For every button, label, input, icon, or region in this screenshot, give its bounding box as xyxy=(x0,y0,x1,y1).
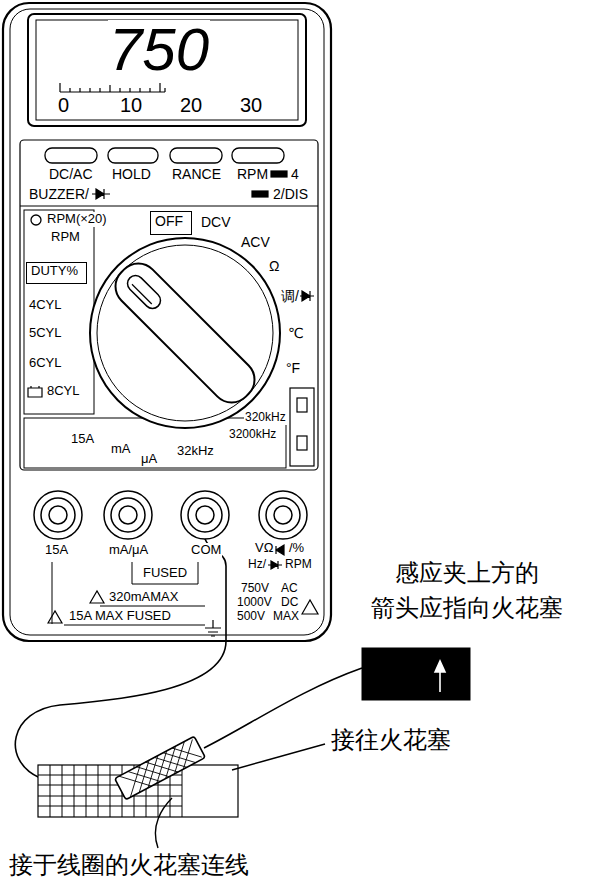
buzzer-symbol xyxy=(276,545,284,555)
mode-label: RPM(×20) xyxy=(46,212,108,227)
panel-divider xyxy=(20,206,318,207)
range-label: Ω xyxy=(268,258,280,274)
bar-graph-scale xyxy=(60,83,165,92)
meter-bezel xyxy=(10,9,324,635)
diode-symbol xyxy=(92,189,110,199)
rating-label: 320mAMAX xyxy=(108,590,179,605)
front-panel xyxy=(20,140,318,470)
function-label: BUZZER/ xyxy=(28,186,90,202)
mode-label: RPM xyxy=(50,230,81,245)
button-label: DC/AC xyxy=(48,166,94,182)
range-label: 调/ xyxy=(280,288,300,304)
callout-label: 接往火花塞 xyxy=(330,727,452,755)
clamp-arrow xyxy=(435,661,445,692)
button-label: RPM xyxy=(236,166,269,182)
instruction-note: 感应夹上方的 箭头应指向火花塞 xyxy=(337,556,597,626)
diode-symbol xyxy=(299,291,314,301)
button xyxy=(108,148,158,163)
rotary-dial-ring xyxy=(97,245,273,421)
rotary-dial xyxy=(90,238,280,428)
range-label: 320kHz xyxy=(244,411,287,425)
pickup-clamp xyxy=(362,648,470,700)
ground-symbol xyxy=(205,620,221,636)
cylinder-label: 4CYL xyxy=(28,298,63,313)
cylinder-label: 6CYL xyxy=(28,356,63,371)
battery-icon xyxy=(28,386,42,397)
range-label: DCV xyxy=(200,214,232,230)
rating-label: 1000V xyxy=(236,596,273,610)
scale-number: 30 xyxy=(239,94,263,117)
range-label: μA xyxy=(140,452,158,467)
scale-number: 0 xyxy=(57,94,70,117)
jack-label: RPM xyxy=(284,558,313,572)
left-mode-panel xyxy=(24,210,94,414)
button xyxy=(170,148,222,163)
function-label: 2/DIS xyxy=(272,186,309,202)
rating-label: DC xyxy=(280,596,299,610)
duty-tab: DUTY% xyxy=(26,262,87,284)
jack-label: /% xyxy=(288,541,305,556)
bar-symbol xyxy=(252,191,268,197)
leader-line xyxy=(155,798,172,848)
warning-triangle xyxy=(48,611,62,623)
rating-bracket xyxy=(52,562,205,625)
slide-switch xyxy=(297,398,307,412)
fuse-bracket xyxy=(132,562,198,584)
indicator-lamp xyxy=(31,215,41,225)
button-label: RANCE xyxy=(171,166,222,182)
jack-label: COM xyxy=(190,543,222,558)
slide-switch xyxy=(297,436,307,450)
rating-label: AC xyxy=(280,582,299,596)
inductive-clip xyxy=(115,736,206,799)
button xyxy=(45,148,97,163)
jack-label: mA/μA xyxy=(108,543,149,558)
lcd-frame xyxy=(28,14,306,126)
lcd-window xyxy=(36,20,298,120)
bar-symbol xyxy=(271,171,287,177)
jack-label: Hz/ xyxy=(247,558,267,572)
range-label: 32kHz xyxy=(176,444,215,459)
range-label: ACV xyxy=(240,234,271,250)
jack-label: 15A xyxy=(44,543,69,558)
scale-number: 10 xyxy=(119,94,143,117)
cylinder-label: 5CYL xyxy=(28,326,63,341)
box-text: DUTY% xyxy=(31,264,86,279)
warning-triangle xyxy=(302,600,318,614)
rotary-knob xyxy=(107,255,263,411)
warning-triangle xyxy=(90,591,104,603)
leader-line xyxy=(232,744,325,770)
cylinder-label: 8CYL xyxy=(46,384,81,399)
range-label: °F xyxy=(285,360,301,376)
callout-label: 接于线圈的火花塞连线 xyxy=(8,852,250,880)
bottom-mode-panel xyxy=(24,418,286,468)
button xyxy=(232,148,284,163)
scale-number: 20 xyxy=(179,94,203,117)
rating-label: 15A MAX FUSED xyxy=(68,609,172,624)
jack-label: VΩ xyxy=(254,541,274,556)
range-label: 15A xyxy=(70,432,95,447)
slide-switch-box xyxy=(290,388,314,466)
button-label: HOLD xyxy=(111,166,152,182)
rating-label: MAX xyxy=(272,610,300,624)
range-label: mA xyxy=(110,442,132,457)
rating-label: 750V xyxy=(240,582,270,596)
meter-housing xyxy=(3,3,331,641)
lcd-reading: 750 xyxy=(108,20,210,80)
button-label: 4 xyxy=(290,166,300,182)
rating-label: 500V xyxy=(236,610,266,624)
box-text: OFF xyxy=(155,213,191,229)
fuse-label: FUSED xyxy=(142,566,188,581)
diode-symbol xyxy=(268,561,282,569)
off-position-box: OFF xyxy=(150,211,192,235)
range-label: ℃ xyxy=(287,325,305,341)
range-label: 3200kHz xyxy=(228,428,277,442)
